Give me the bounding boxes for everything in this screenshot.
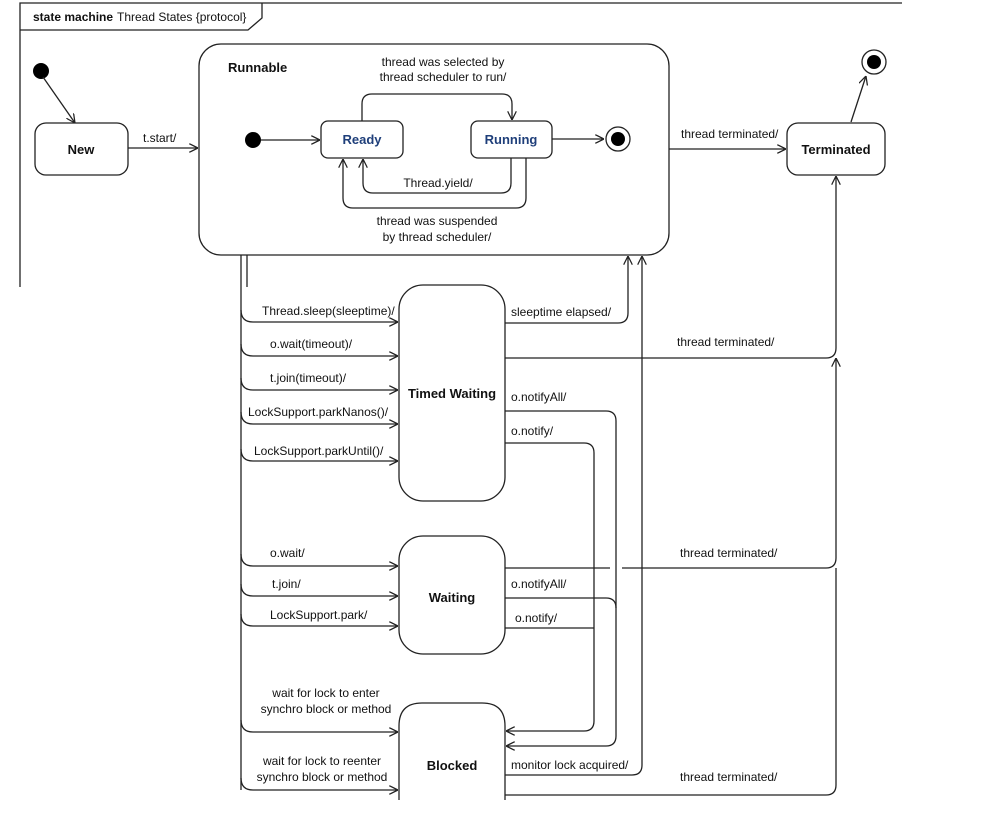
transition-park-until: LockSupport.parkUntil()/ — [254, 444, 384, 458]
transition-suspended-2: by thread scheduler/ — [383, 230, 492, 244]
state-ready: Ready — [320, 120, 404, 159]
transition-join-timeout: t.join(timeout)/ — [270, 371, 347, 385]
park-nanos-arrow — [240, 411, 398, 424]
state-blocked-label: Blocked — [427, 758, 478, 773]
park-arrow — [240, 613, 398, 626]
transition-b-terminated: thread terminated/ — [680, 770, 778, 784]
transition-wait-timeout: o.wait(timeout)/ — [270, 337, 353, 351]
initial-to-new-arrow — [42, 76, 75, 123]
transition-tw-terminated: thread terminated/ — [677, 335, 775, 349]
terminated-to-final-arrow — [850, 76, 866, 123]
lock-enter-arrow — [240, 719, 398, 732]
w-notify-all-arrow — [505, 597, 617, 609]
transition-park: LockSupport.park/ — [270, 608, 368, 622]
state-running: Running — [470, 120, 553, 159]
state-waiting: Waiting — [398, 535, 506, 655]
transition-tw-notify-all: o.notifyAll/ — [511, 390, 567, 404]
transition-park-nanos: LockSupport.parkNanos()/ — [248, 405, 389, 419]
transition-sleep-elapsed: sleeptime elapsed/ — [511, 305, 612, 319]
ready-to-running-arrow — [361, 93, 512, 121]
runnable-final-state — [605, 126, 631, 152]
transition-selected-1: thread was selected by — [382, 55, 505, 69]
w-terminated-arrow — [505, 358, 836, 569]
state-ready-label: Ready — [342, 132, 382, 147]
transition-w-notify-all: o.notifyAll/ — [511, 577, 567, 591]
transition-selected-2: thread scheduler to run/ — [380, 70, 507, 84]
transition-monitor-acquired: monitor lock acquired/ — [511, 758, 629, 772]
transition-w-notify: o.notify/ — [515, 611, 558, 625]
tw-notify-arrow — [505, 442, 595, 731]
transition-sleep: Thread.sleep(sleeptime)/ — [262, 304, 395, 318]
wait-arrow — [240, 553, 398, 566]
final-state-top — [861, 49, 887, 75]
state-new: New — [34, 122, 129, 176]
transition-start: t.start/ — [143, 131, 177, 145]
frame-keyword: state machine — [33, 10, 113, 24]
transition-lock-enter-1: wait for lock to enter — [271, 686, 379, 700]
transition-yield: Thread.yield/ — [403, 176, 473, 190]
join-timeout-arrow — [240, 377, 398, 390]
state-waiting-label: Waiting — [429, 590, 476, 605]
transition-join: t.join/ — [272, 577, 301, 591]
wait-timeout-arrow — [240, 343, 398, 356]
state-new-label: New — [68, 142, 96, 157]
transition-lock-reenter-2: synchro block or method — [257, 770, 388, 784]
transition-runnable-terminated: thread terminated/ — [681, 127, 779, 141]
transition-w-terminated: thread terminated/ — [680, 546, 778, 560]
transition-lock-enter-2: synchro block or method — [261, 702, 392, 716]
join-arrow — [240, 583, 398, 596]
monitor-acquired-arrow — [505, 256, 642, 776]
running-to-ready-yield-arrow — [363, 158, 512, 194]
runnable-initial-pseudostate — [245, 132, 261, 148]
b-terminated-arrow — [505, 568, 837, 796]
frame-name: Thread States {protocol} — [117, 10, 246, 24]
state-runnable-label: Runnable — [228, 60, 287, 75]
park-until-arrow — [240, 448, 398, 461]
state-timed-waiting: Timed Waiting — [398, 284, 506, 502]
transition-wait: o.wait/ — [270, 546, 305, 560]
transition-suspended-1: thread was suspended — [377, 214, 498, 228]
tw-notify-all-arrow — [505, 410, 617, 746]
frame: state machine Thread States {protocol} — [19, 2, 902, 287]
running-to-ready-suspended-arrow — [343, 158, 527, 209]
initial-pseudostate — [33, 63, 49, 79]
sleep-arrow — [240, 309, 398, 322]
transition-lock-reenter-1: wait for lock to reenter — [262, 754, 381, 768]
sleep-elapsed-arrow — [505, 256, 628, 324]
state-timed-waiting-label: Timed Waiting — [408, 386, 496, 401]
lock-reenter-arrow — [240, 777, 398, 790]
state-running-label: Running — [485, 132, 538, 147]
state-runnable: Runnable — [198, 43, 670, 256]
state-terminated: Terminated — [786, 122, 886, 176]
transition-tw-notify: o.notify/ — [511, 424, 554, 438]
state-blocked: Blocked — [398, 702, 506, 800]
state-terminated-label: Terminated — [801, 142, 870, 157]
